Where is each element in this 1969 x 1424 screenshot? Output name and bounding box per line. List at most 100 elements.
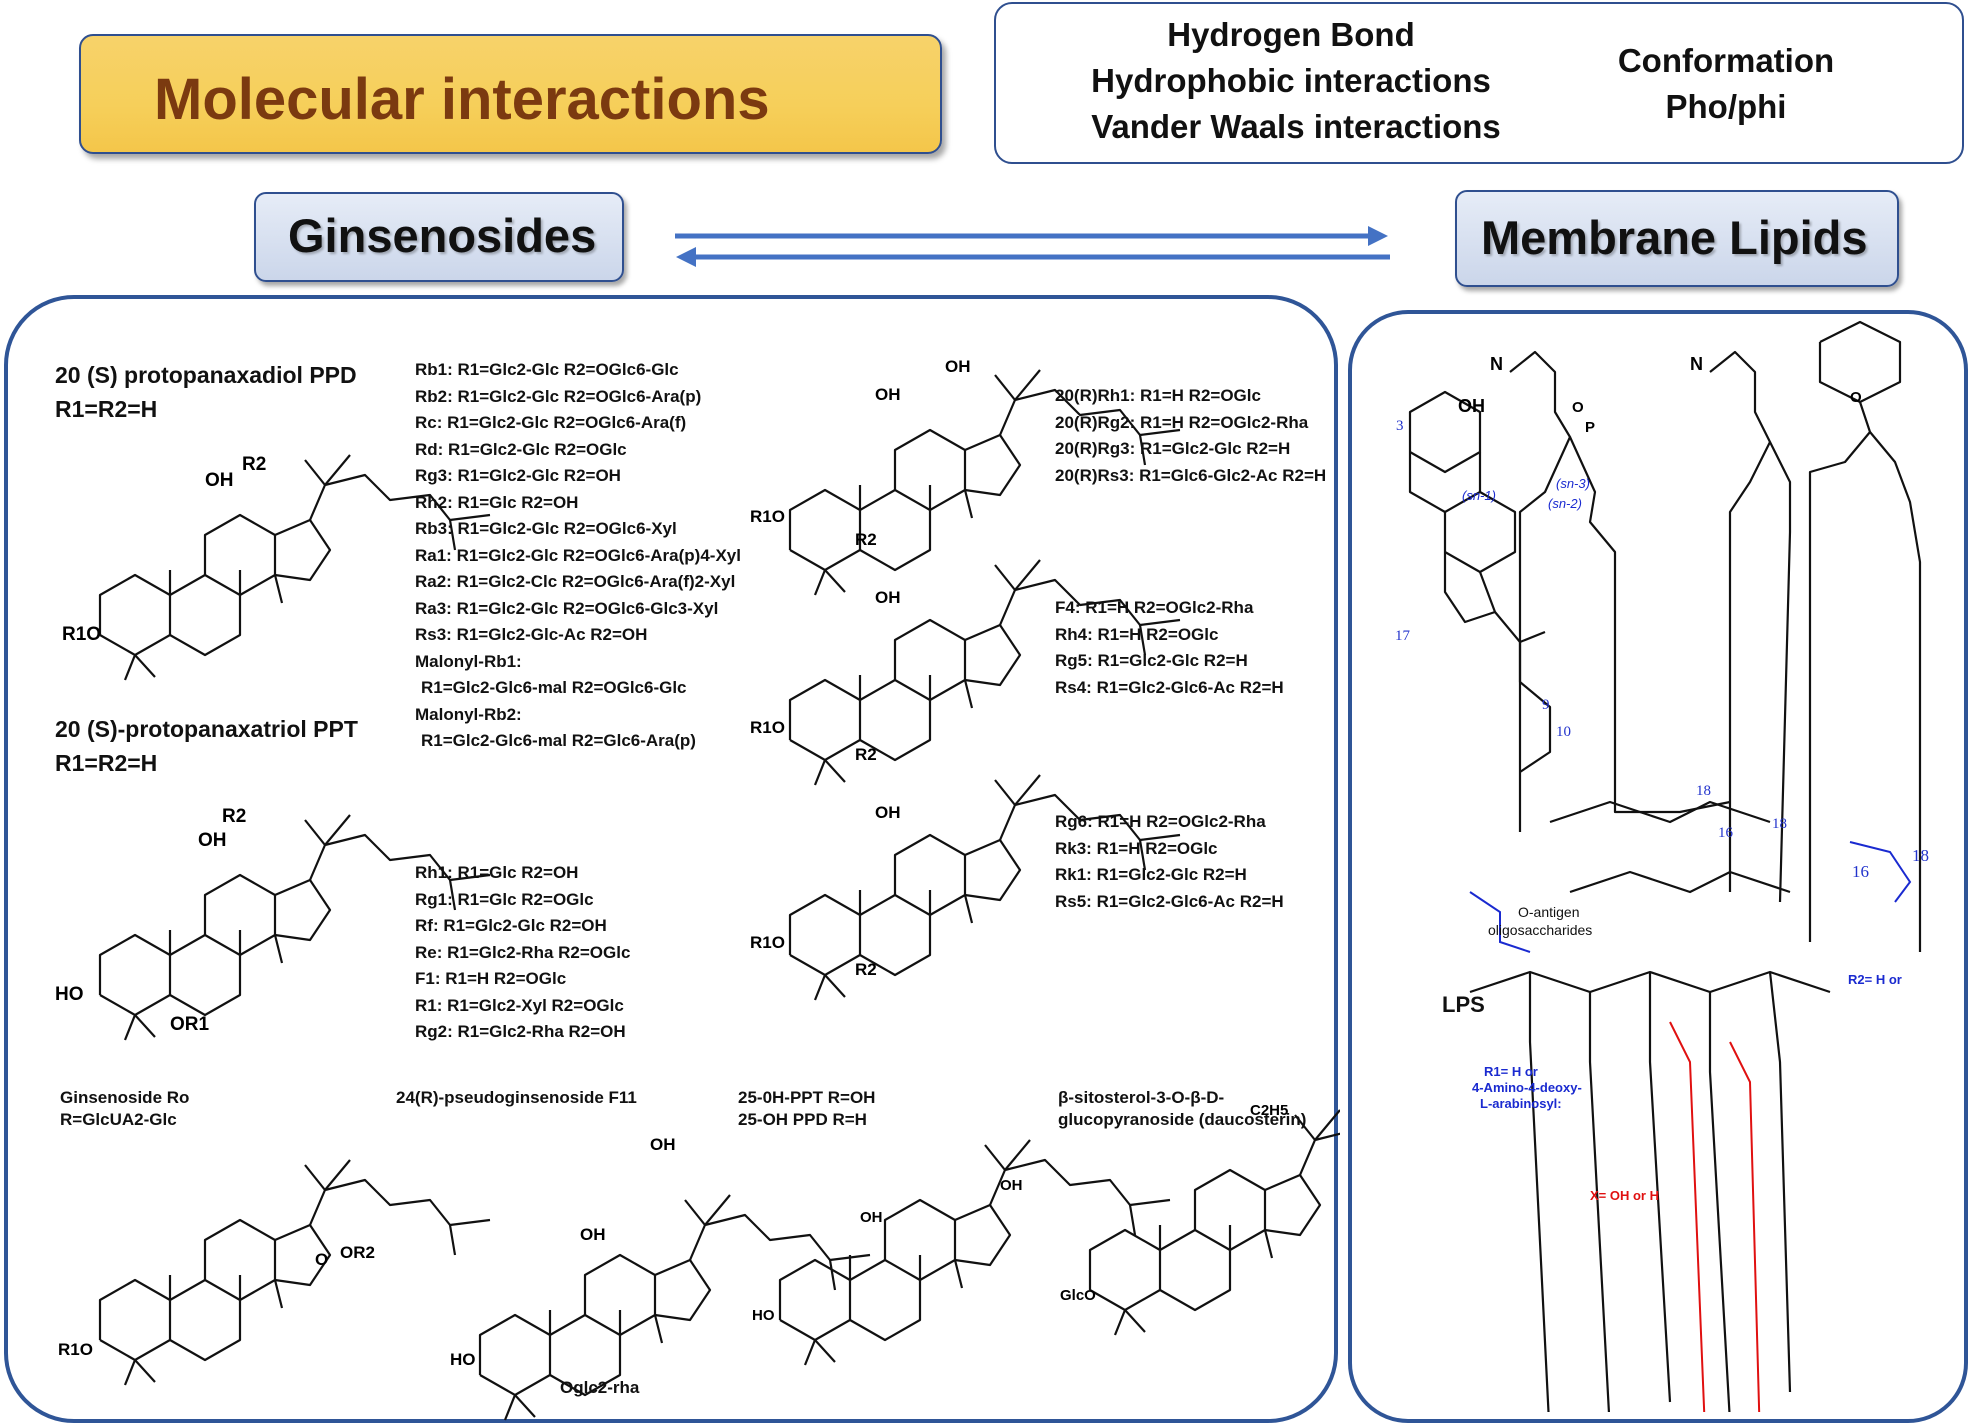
svg-text:C2H5: C2H5 — [1250, 1102, 1288, 1119]
sito-title-2: glucopyranoside (daucosterin) — [1058, 1110, 1307, 1129]
sn2-label: (sn-2) — [1548, 496, 1582, 511]
svg-text:O: O — [1850, 389, 1862, 406]
interaction-conformation: Conformation — [1617, 42, 1835, 79]
svg-text:N: N — [1690, 354, 1703, 374]
x-note: X= OH or H — [1590, 1188, 1659, 1203]
tab-membrane-lipids-label: Membrane Lipids — [1481, 211, 1868, 264]
num-16-b: 16 — [1852, 862, 1869, 881]
double-arrow-icon — [675, 226, 1390, 267]
num-16-a: 16 — [1718, 825, 1733, 841]
svg-text:OH: OH — [205, 470, 234, 491]
num-3: 3 — [1396, 418, 1404, 434]
derivative-line: Rh4: R1=H R2=OGlc — [1055, 624, 1219, 644]
oligosaccharides-label: oligosaccharides — [1488, 922, 1593, 938]
svg-text:R2: R2 — [855, 530, 877, 549]
derivative-line: Ra1: R1=Glc2-Glc R2=OGlc6-Ara(p)4-Xyl — [415, 545, 741, 565]
num-9: 9 — [1542, 697, 1550, 713]
r1-note-2: 4-Amino-4-deoxy- — [1472, 1080, 1582, 1095]
header-banner: Molecular interactions — [79, 34, 942, 154]
derivative-line: R1=Glc2-Glc6-mal R2=Glc6-Ara(p) — [421, 731, 696, 750]
num-18-c: 18 — [1912, 846, 1929, 865]
svg-text:R2: R2 — [242, 454, 266, 475]
num-18-a: 18 — [1696, 783, 1711, 799]
tab-ginsenosides-label: Ginsenosides — [288, 209, 597, 262]
tab-membrane-lipids: Membrane Lipids — [1455, 190, 1899, 287]
derivative-line: 20(R)Rs3: R1=Glc6-Glc2-Ac R2=H — [1055, 465, 1327, 485]
derivative-line: Rg2: R1=Glc2-Rha R2=OH — [415, 1022, 626, 1041]
derivative-line: Rb2: R1=Glc2-Glc R2=OGlc6-Ara(p) — [415, 386, 702, 406]
svg-text:R1O: R1O — [750, 507, 785, 526]
lps-label: LPS — [1442, 992, 1485, 1017]
derivative-line: Rg1: R1=Glc R2=OGlc — [415, 889, 594, 909]
svg-text:HO: HO — [752, 1307, 775, 1324]
svg-text:R2: R2 — [855, 745, 877, 764]
svg-text:OR2: OR2 — [340, 1243, 375, 1262]
derivative-line: Rc: R1=Glc2-Glc R2=OGlc6-Ara(f) — [415, 413, 687, 432]
f11-title: 24(R)-pseudoginsenoside F11 — [396, 1088, 637, 1107]
derivative-line: 20(R)Rh1: R1=H R2=OGlc — [1055, 386, 1261, 405]
interaction-vdw: Vander Waals interactions — [1091, 108, 1501, 145]
o-antigen-label: O-antigen — [1518, 904, 1580, 920]
derivative-line: Rk3: R1=H R2=OGlc — [1055, 838, 1218, 858]
svg-text:N: N — [1490, 354, 1503, 374]
r1-note-1: R1= H or — [1484, 1064, 1538, 1079]
derivative-line: Rg3: R1=Glc2-Glc R2=OH — [415, 466, 621, 485]
num-10: 10 — [1556, 724, 1571, 740]
derivative-line: Rb1: R1=Glc2-Glc R2=OGlc6-Glc — [415, 360, 679, 379]
derivative-line: 20(R)Rg3: R1=Glc2-Glc R2=H — [1055, 439, 1291, 458]
svg-text:OH: OH — [875, 588, 901, 607]
svg-text:OH: OH — [198, 830, 227, 851]
num-18-b: 18 — [1772, 816, 1787, 832]
page-title: Molecular interactions — [154, 67, 770, 132]
svg-text:GlcO: GlcO — [1060, 1287, 1096, 1304]
svg-text:R2: R2 — [222, 806, 246, 827]
lipids-panel — [1348, 310, 1968, 1423]
svg-text:OH: OH — [875, 385, 901, 404]
derivative-line: Malonyl-Rb2: — [415, 704, 522, 724]
lipid-structures: OH N O P N O — [1408, 320, 1922, 1412]
interaction-hbond: Hydrogen Bond — [1167, 16, 1415, 53]
svg-text:OH: OH — [945, 357, 971, 376]
ppd-r: R1=R2=H — [55, 396, 158, 422]
svg-text:R1O: R1O — [750, 718, 785, 737]
derivative-line: Re: R1=Glc2-Rha R2=OGlc — [415, 942, 631, 962]
interaction-phophi: Pho/phi — [1665, 88, 1787, 125]
svg-text:OH: OH — [1000, 1177, 1023, 1194]
svg-text:OH: OH — [650, 1135, 676, 1154]
derivative-line: Rf: R1=Glc2-Glc R2=OH — [415, 916, 607, 935]
svg-text:OH: OH — [875, 803, 901, 822]
derivative-line: Rh2: R1=Glc R2=OH — [415, 492, 579, 512]
sito-title-1: β-sitosterol-3-O-β-D- — [1058, 1088, 1225, 1107]
derivative-line: 20(R)Rg2: R1=H R2=OGlc2-Rha — [1055, 412, 1309, 432]
ro-title: Ginsenoside Ro — [60, 1088, 190, 1107]
oh-ppd-title: 25-OH PPD R=H — [738, 1110, 867, 1129]
derivative-line: R1: R1=Glc2-Xyl R2=OGlc — [415, 995, 624, 1015]
svg-text:OH: OH — [1458, 396, 1485, 416]
svg-text:O: O — [1572, 399, 1584, 416]
oh-ppt-title: 25-0H-PPT R=OH — [738, 1088, 876, 1107]
svg-text:R1O: R1O — [58, 1340, 93, 1359]
ro-r: R=GlcUA2-Glc — [60, 1110, 177, 1129]
svg-text:P: P — [1585, 419, 1595, 436]
svg-text:OR1: OR1 — [170, 1014, 210, 1035]
sn1-label: (sn-1) — [1462, 488, 1496, 503]
tab-ginsenosides: Ginsenosides — [254, 192, 624, 282]
sn3-label: (sn-3) — [1556, 476, 1590, 491]
interaction-hydrophobic: Hydrophobic interactions — [1091, 62, 1491, 99]
f11-substituent: Oglc2-rha — [560, 1378, 640, 1397]
svg-text:O: O — [315, 1250, 328, 1269]
svg-text:R1O: R1O — [750, 933, 785, 952]
num-17: 17 — [1395, 628, 1410, 644]
derivative-line: Rs5: R1=Glc2-Glc6-Ac R2=H — [1055, 891, 1284, 911]
r2-note: R2= H or — [1848, 972, 1902, 987]
derivative-line: Malonyl-Rb1: — [415, 651, 522, 671]
svg-text:HO: HO — [450, 1350, 476, 1369]
svg-text:HO: HO — [55, 984, 84, 1005]
ginsenoside-structures: OH R2 R1O OH R2 HO OR1 OH OH R1O R2 OH R… — [55, 357, 1340, 1422]
derivative-line: Ra2: R1=Glc2-Clc R2=OGlc6-Ara(f)2-Xyl — [415, 572, 736, 591]
derivative-line: Rd: R1=Glc2-Glc R2=OGlc — [415, 439, 627, 459]
derivative-line: Rs3: R1=Glc2-Glc-Ac R2=OH — [415, 625, 648, 644]
svg-text:R2: R2 — [855, 960, 877, 979]
ppd-title: 20 (S) protopanaxadiol PPD — [55, 362, 357, 388]
ppt-title: 20 (S)-protopanaxatriol PPT — [55, 716, 358, 742]
